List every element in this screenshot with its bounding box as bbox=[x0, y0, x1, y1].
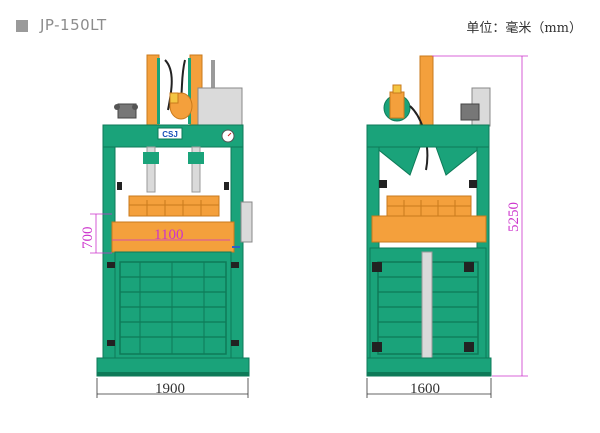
dim-chamber-height: 700 bbox=[80, 227, 96, 250]
model-square-icon bbox=[16, 20, 28, 32]
side-cylinder bbox=[419, 55, 434, 127]
dim-overall-height: 5250 bbox=[506, 202, 522, 232]
front-brand-plate bbox=[157, 127, 183, 140]
front-press-plate bbox=[128, 195, 220, 217]
side-ram-rod bbox=[421, 251, 433, 359]
front-column-left bbox=[102, 146, 116, 361]
front-chamber bbox=[114, 251, 232, 359]
dim-front-overall-width: 1900 bbox=[155, 381, 185, 397]
front-oil-tank bbox=[197, 87, 243, 127]
side-valve bbox=[460, 103, 480, 121]
model-name: JP-150LT bbox=[40, 16, 107, 34]
front-dimensions: 700 1100 1900 bbox=[80, 213, 249, 398]
front-brand-text: CSJ bbox=[162, 130, 178, 139]
side-view bbox=[366, 55, 492, 377]
front-control-box bbox=[240, 201, 253, 243]
front-view: CSJ bbox=[96, 54, 253, 377]
front-valve bbox=[117, 103, 137, 119]
dim-side-overall-width: 1600 bbox=[410, 381, 440, 397]
dim-chamber-width: 1100 bbox=[154, 227, 183, 243]
side-dimensions: 5250 1600 bbox=[366, 55, 528, 398]
side-top-beam bbox=[366, 124, 490, 148]
front-column-right bbox=[230, 146, 244, 361]
side-feed-door bbox=[371, 215, 487, 243]
unit-label: 单位：毫米（mm） bbox=[466, 21, 582, 36]
